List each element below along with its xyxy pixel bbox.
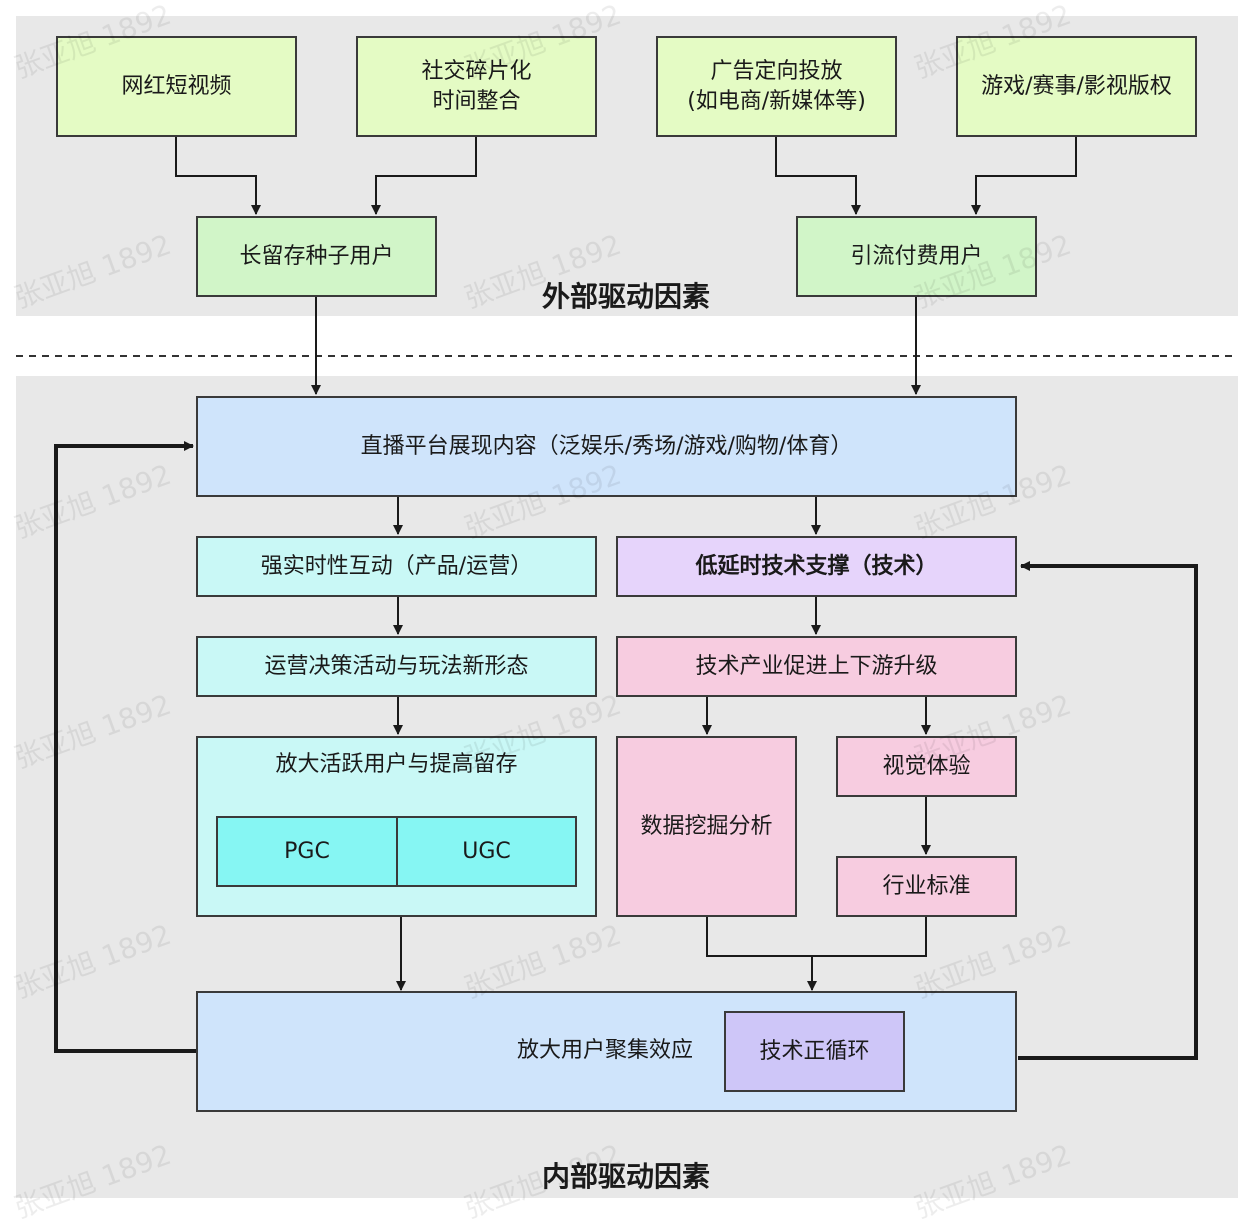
external-title: 外部驱动因素	[541, 280, 710, 313]
active-retention-label: 放大活跃用户与提高留存	[275, 752, 518, 777]
data-mining-box: 数据挖掘分析	[616, 736, 797, 917]
low-latency-box: 低延时技术支撑（技术）	[616, 536, 1017, 597]
pgc-box: PGC	[216, 816, 398, 887]
arrow-source4-paid	[971, 136, 1077, 215]
interaction-box: 强实时性互动（产品/运营）	[196, 536, 597, 597]
source-social-fragmented-time: 社交碎片化 时间整合	[356, 36, 597, 137]
arrow-source3-paid	[775, 136, 861, 215]
source-copyright: 游戏/赛事/影视版权	[956, 36, 1197, 137]
industry-standard-box: 行业标准	[836, 856, 1017, 917]
operations-box: 运营决策活动与玩法新形态	[196, 636, 597, 697]
visual-experience-box: 视觉体验	[836, 736, 1017, 797]
tech-cycle-box: 技术正循环	[724, 1011, 905, 1092]
loop-left	[54, 441, 196, 1053]
aggregation-label: 放大用户聚集效应	[516, 1038, 693, 1063]
paid-users-box: 引流付费用户	[796, 216, 1037, 297]
source-short-video: 网红短视频	[56, 36, 297, 137]
arrow-source1-seed	[175, 136, 261, 215]
source-targeted-ads: 广告定向投放 (如电商/新媒体等)	[656, 36, 897, 137]
internal-title: 内部驱动因素	[541, 1160, 710, 1193]
seed-users-box: 长留存种子用户	[196, 216, 437, 297]
platform-content-box: 直播平台展现内容（泛娱乐/秀场/游戏/购物/体育）	[196, 396, 1017, 497]
arrow-source2-seed	[371, 136, 477, 215]
loop-right	[1018, 561, 1198, 1060]
ugc-box: UGC	[396, 816, 577, 887]
merge-line	[706, 916, 927, 957]
industry-upgrade-box: 技术产业促进上下游升级	[616, 636, 1017, 697]
